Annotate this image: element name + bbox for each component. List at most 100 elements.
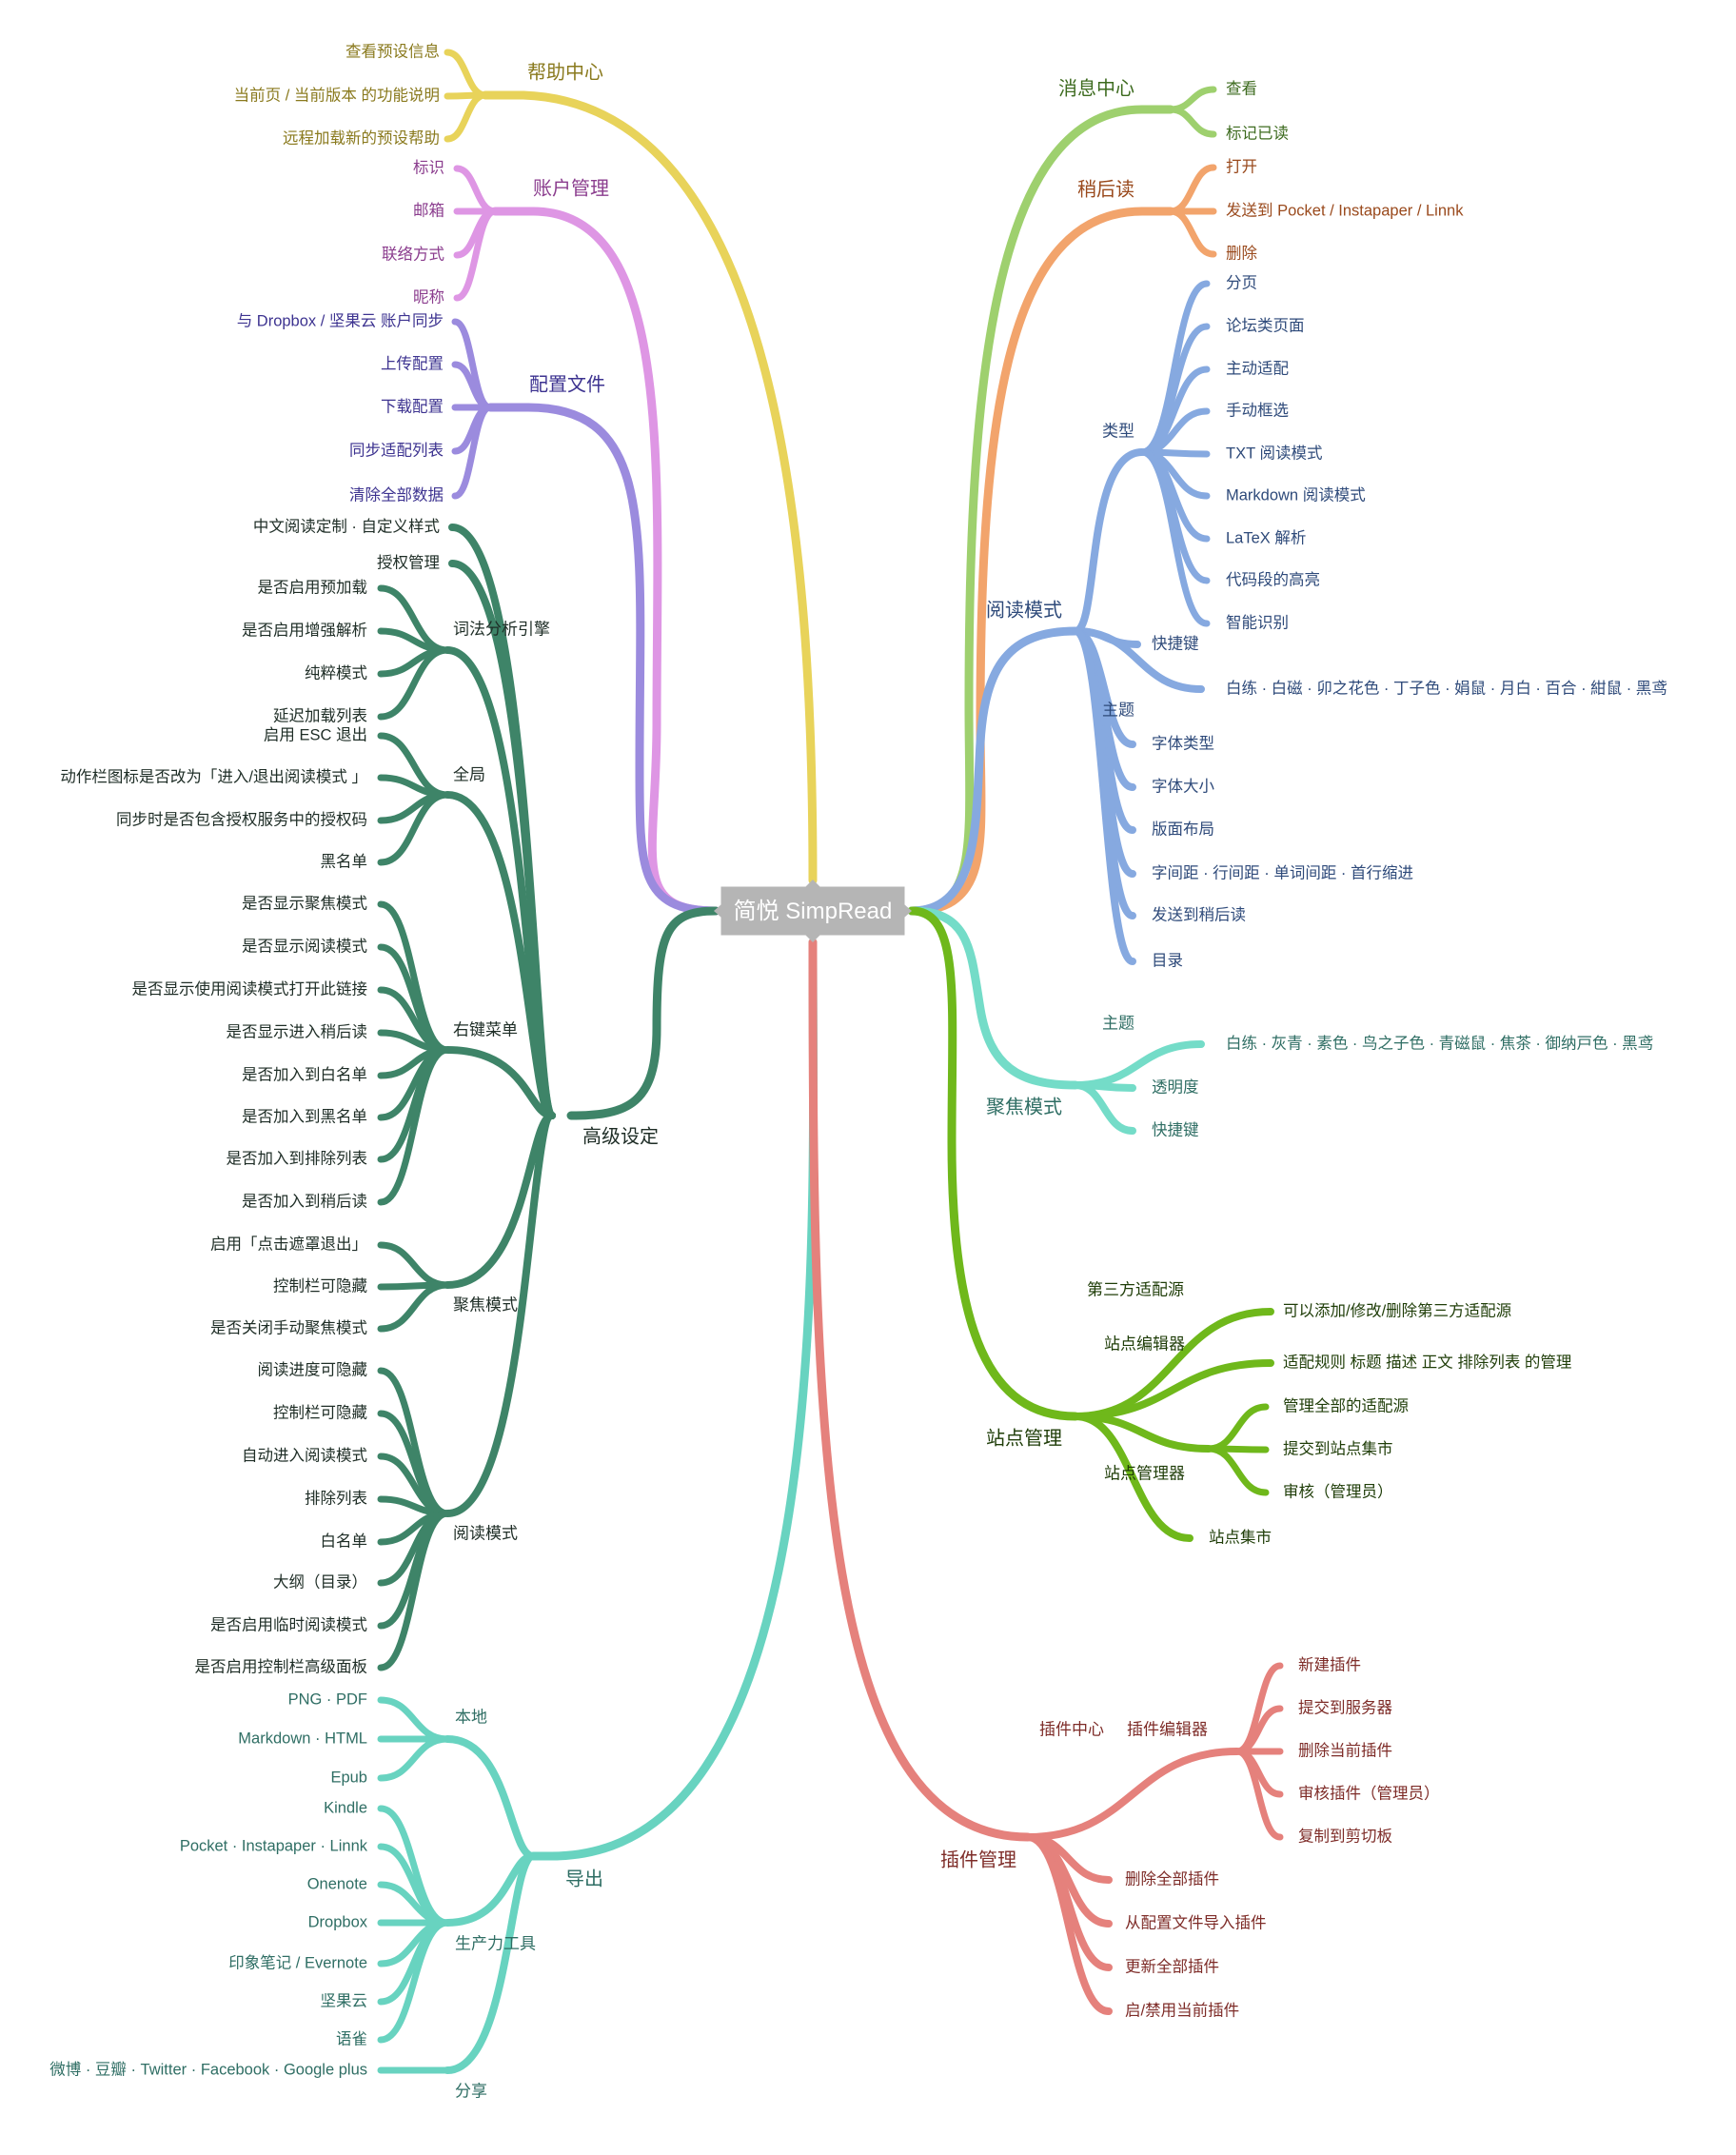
leaf-plugin-editor-3[interactable]: 审核插件（管理员） [1298, 1784, 1440, 1802]
leaf-advanced-global-0[interactable]: 启用 ESC 退出 [264, 725, 367, 743]
leaf-advanced-read-2[interactable]: 自动进入阅读模式 [242, 1446, 367, 1464]
leaf-advanced-global-2[interactable]: 同步时是否包含授权服务中的授权码 [116, 810, 367, 828]
sub-node-plugin-center[interactable]: 插件中心 [1039, 1720, 1104, 1738]
leaf-account-0[interactable]: 标识 [413, 158, 444, 176]
main-node-account[interactable]: 账户管理 [533, 177, 609, 199]
leaf-config-3[interactable]: 同步适配列表 [349, 441, 444, 459]
sub-node-site-editor[interactable]: 站点编辑器 [1104, 1335, 1185, 1353]
sub-node-read-type[interactable]: 类型 [1102, 422, 1134, 440]
sub-node-advanced-focus[interactable]: 聚焦模式 [453, 1295, 518, 1314]
leaf-export-tools-3[interactable]: Dropbox [308, 1913, 368, 1930]
leaf-plugin-editor-2[interactable]: 删除当前插件 [1298, 1741, 1392, 1759]
leaf-advanced-global-1[interactable]: 动作栏图标是否改为「进入/退出阅读模式 」 [60, 767, 367, 785]
main-node-plugin[interactable]: 插件管理 [940, 1849, 1016, 1870]
leaf-read-other-4[interactable]: 发送到稍后读 [1152, 905, 1246, 923]
leaf-advanced-read-5[interactable]: 大纲（目录） [273, 1572, 367, 1591]
leaf-export-tools-4[interactable]: 印象笔记 / Evernote [228, 1953, 367, 1971]
sub-node-advanced-context[interactable]: 右键菜单 [453, 1020, 518, 1038]
leaf-focus-other-1[interactable]: 快捷键 [1152, 1120, 1199, 1138]
leaf-plugin-editor-0[interactable]: 新建插件 [1298, 1655, 1361, 1673]
leaf-config-4[interactable]: 清除全部数据 [349, 485, 444, 504]
leaf-advanced-context-2[interactable]: 是否显示使用阅读模式打开此链接 [132, 979, 368, 998]
leaf-advanced-direct-1[interactable]: 授权管理 [377, 553, 440, 571]
leaf-read-type-2[interactable]: 主动适配 [1226, 359, 1289, 377]
leaf-advanced-focus-2[interactable]: 是否关闭手动聚焦模式 [210, 1318, 367, 1336]
leaf-advanced-context-7[interactable]: 是否加入到稍后读 [242, 1192, 367, 1210]
sub-node-plugin-editor[interactable]: 插件编辑器 [1127, 1720, 1208, 1738]
leaf-export-local-0[interactable]: PNG · PDF [288, 1690, 367, 1708]
leaf-focus-other-0[interactable]: 透明度 [1152, 1078, 1199, 1096]
leaf-advanced-context-3[interactable]: 是否显示进入稍后读 [227, 1022, 368, 1040]
main-node-read[interactable]: 阅读模式 [986, 599, 1062, 621]
leaf-advanced-global-3[interactable]: 黑名单 [321, 852, 368, 870]
leaf-advanced-read-1[interactable]: 控制栏可隐藏 [273, 1403, 367, 1421]
main-node-help[interactable]: 帮助中心 [527, 61, 603, 83]
leaf-advanced-read-6[interactable]: 是否启用临时阅读模式 [210, 1615, 367, 1633]
leaf-read-type-1[interactable]: 论坛类页面 [1226, 316, 1305, 334]
sub-node-export-tools[interactable]: 生产力工具 [455, 1934, 536, 1952]
leaf-advanced-lexer-3[interactable]: 延迟加载列表 [273, 706, 367, 724]
leaf-site-manager-2[interactable]: 审核（管理员） [1283, 1482, 1393, 1500]
leaf-advanced-lexer-0[interactable]: 是否启用预加载 [258, 578, 368, 596]
main-node-config[interactable]: 配置文件 [529, 373, 605, 395]
leaf-advanced-direct-0[interactable]: 中文阅读定制 · 自定义样式 [253, 517, 440, 535]
leaf-plugin-other-2[interactable]: 更新全部插件 [1125, 1957, 1219, 1975]
leaf-read-other-3[interactable]: 字间距 · 行间距 · 单词间距 · 首行缩进 [1152, 863, 1413, 881]
sub-node-advanced-global[interactable]: 全局 [453, 765, 485, 783]
leaf-read-other-5[interactable]: 目录 [1152, 951, 1183, 969]
leaf-read-type-6[interactable]: LaTeX 解析 [1226, 528, 1306, 546]
main-node-advanced[interactable]: 高级设定 [582, 1125, 659, 1147]
leaf-advanced-lexer-2[interactable]: 纯粹模式 [305, 663, 367, 682]
leaf-export-local-2[interactable]: Epub [330, 1769, 367, 1786]
leaf-advanced-context-5[interactable]: 是否加入到黑名单 [242, 1107, 367, 1125]
leaf-advanced-context-0[interactable]: 是否显示聚焦模式 [242, 894, 367, 912]
leaf-later-2[interactable]: 删除 [1226, 244, 1258, 262]
leaf-advanced-read-7[interactable]: 是否启用控制栏高级面板 [195, 1657, 368, 1675]
leaf-later-1[interactable]: 发送到 Pocket / Instapaper / Linnk [1226, 201, 1464, 219]
leaf-read-type-3[interactable]: 手动框选 [1226, 401, 1289, 419]
sub-node-advanced-read[interactable]: 阅读模式 [453, 1524, 518, 1542]
leaf-read-type-7[interactable]: 代码段的高亮 [1226, 570, 1320, 588]
sub-node-export-share[interactable]: 分享 [455, 2082, 487, 2100]
leaf-read-theme-0[interactable]: 白练 · 白磁 · 卯之花色 · 丁子色 · 娟鼠 · 月白 · 百合 · 紺鼠… [1226, 679, 1667, 697]
leaf-plugin-other-0[interactable]: 删除全部插件 [1125, 1869, 1219, 1888]
leaf-plugin-other-3[interactable]: 启/禁用当前插件 [1125, 2001, 1239, 2019]
leaf-help-1[interactable]: 当前页 / 当前版本 的功能说明 [234, 86, 440, 104]
main-node-later[interactable]: 稍后读 [1077, 178, 1134, 200]
leaf-export-share-0[interactable]: 微博 · 豆瓣 · Twitter · Facebook · Google pl… [49, 2060, 367, 2078]
leaf-read-type-4[interactable]: TXT 阅读模式 [1226, 444, 1322, 462]
leaf-advanced-context-4[interactable]: 是否加入到白名单 [242, 1065, 367, 1083]
leaf-read-other-2[interactable]: 版面布局 [1152, 820, 1214, 838]
sub-node-export-local[interactable]: 本地 [455, 1708, 487, 1726]
leaf-site-manager-1[interactable]: 提交到站点集市 [1283, 1439, 1393, 1457]
leaf-account-3[interactable]: 昵称 [413, 287, 444, 306]
leaf-help-0[interactable]: 查看预设信息 [345, 42, 440, 60]
leaf-site-thirdparty-0[interactable]: 可以添加/修改/删除第三方适配源 [1283, 1301, 1511, 1319]
leaf-site-manager-0[interactable]: 管理全部的适配源 [1283, 1396, 1409, 1414]
main-node-focus[interactable]: 聚焦模式 [986, 1096, 1062, 1117]
leaf-advanced-context-6[interactable]: 是否加入到排除列表 [227, 1149, 368, 1167]
leaf-advanced-read-3[interactable]: 排除列表 [305, 1489, 367, 1507]
leaf-account-2[interactable]: 联络方式 [382, 245, 444, 263]
leaf-config-1[interactable]: 上传配置 [381, 354, 444, 372]
leaf-read-type-0[interactable]: 分页 [1226, 273, 1257, 291]
sub-node-advanced-lexer[interactable]: 词法分析引擎 [453, 620, 550, 638]
leaf-export-tools-5[interactable]: 坚果云 [321, 1991, 368, 2009]
leaf-export-tools-0[interactable]: Kindle [324, 1799, 367, 1816]
sub-node-focus-theme[interactable]: 主题 [1102, 1014, 1134, 1032]
main-node-message[interactable]: 消息中心 [1058, 77, 1134, 99]
leaf-plugin-editor-4[interactable]: 复制到剪切板 [1298, 1827, 1392, 1845]
leaf-focus-theme-0[interactable]: 白练 · 灰青 · 素色 · 鸟之子色 · 青磁鼠 · 焦茶 · 御纳戸色 · … [1226, 1034, 1653, 1052]
leaf-plugin-editor-1[interactable]: 提交到服务器 [1298, 1698, 1393, 1716]
leaf-help-2[interactable]: 远程加载新的预设帮助 [283, 129, 440, 147]
leaf-site-editor-0[interactable]: 适配规则 标题 描述 正文 排除列表 的管理 [1283, 1353, 1571, 1371]
main-node-site[interactable]: 站点管理 [986, 1427, 1062, 1449]
leaf-config-2[interactable]: 下载配置 [381, 397, 444, 415]
leaf-account-1[interactable]: 邮箱 [413, 201, 444, 219]
root-node[interactable]: 简悦 SimpRead [714, 880, 912, 942]
leaf-export-tools-6[interactable]: 语雀 [336, 2029, 367, 2047]
leaf-advanced-context-1[interactable]: 是否显示阅读模式 [242, 937, 367, 955]
leaf-advanced-focus-1[interactable]: 控制栏可隐藏 [273, 1276, 367, 1295]
leaf-config-0[interactable]: 与 Dropbox / 坚果云 账户同步 [237, 311, 444, 329]
main-node-export[interactable]: 导出 [565, 1868, 603, 1889]
